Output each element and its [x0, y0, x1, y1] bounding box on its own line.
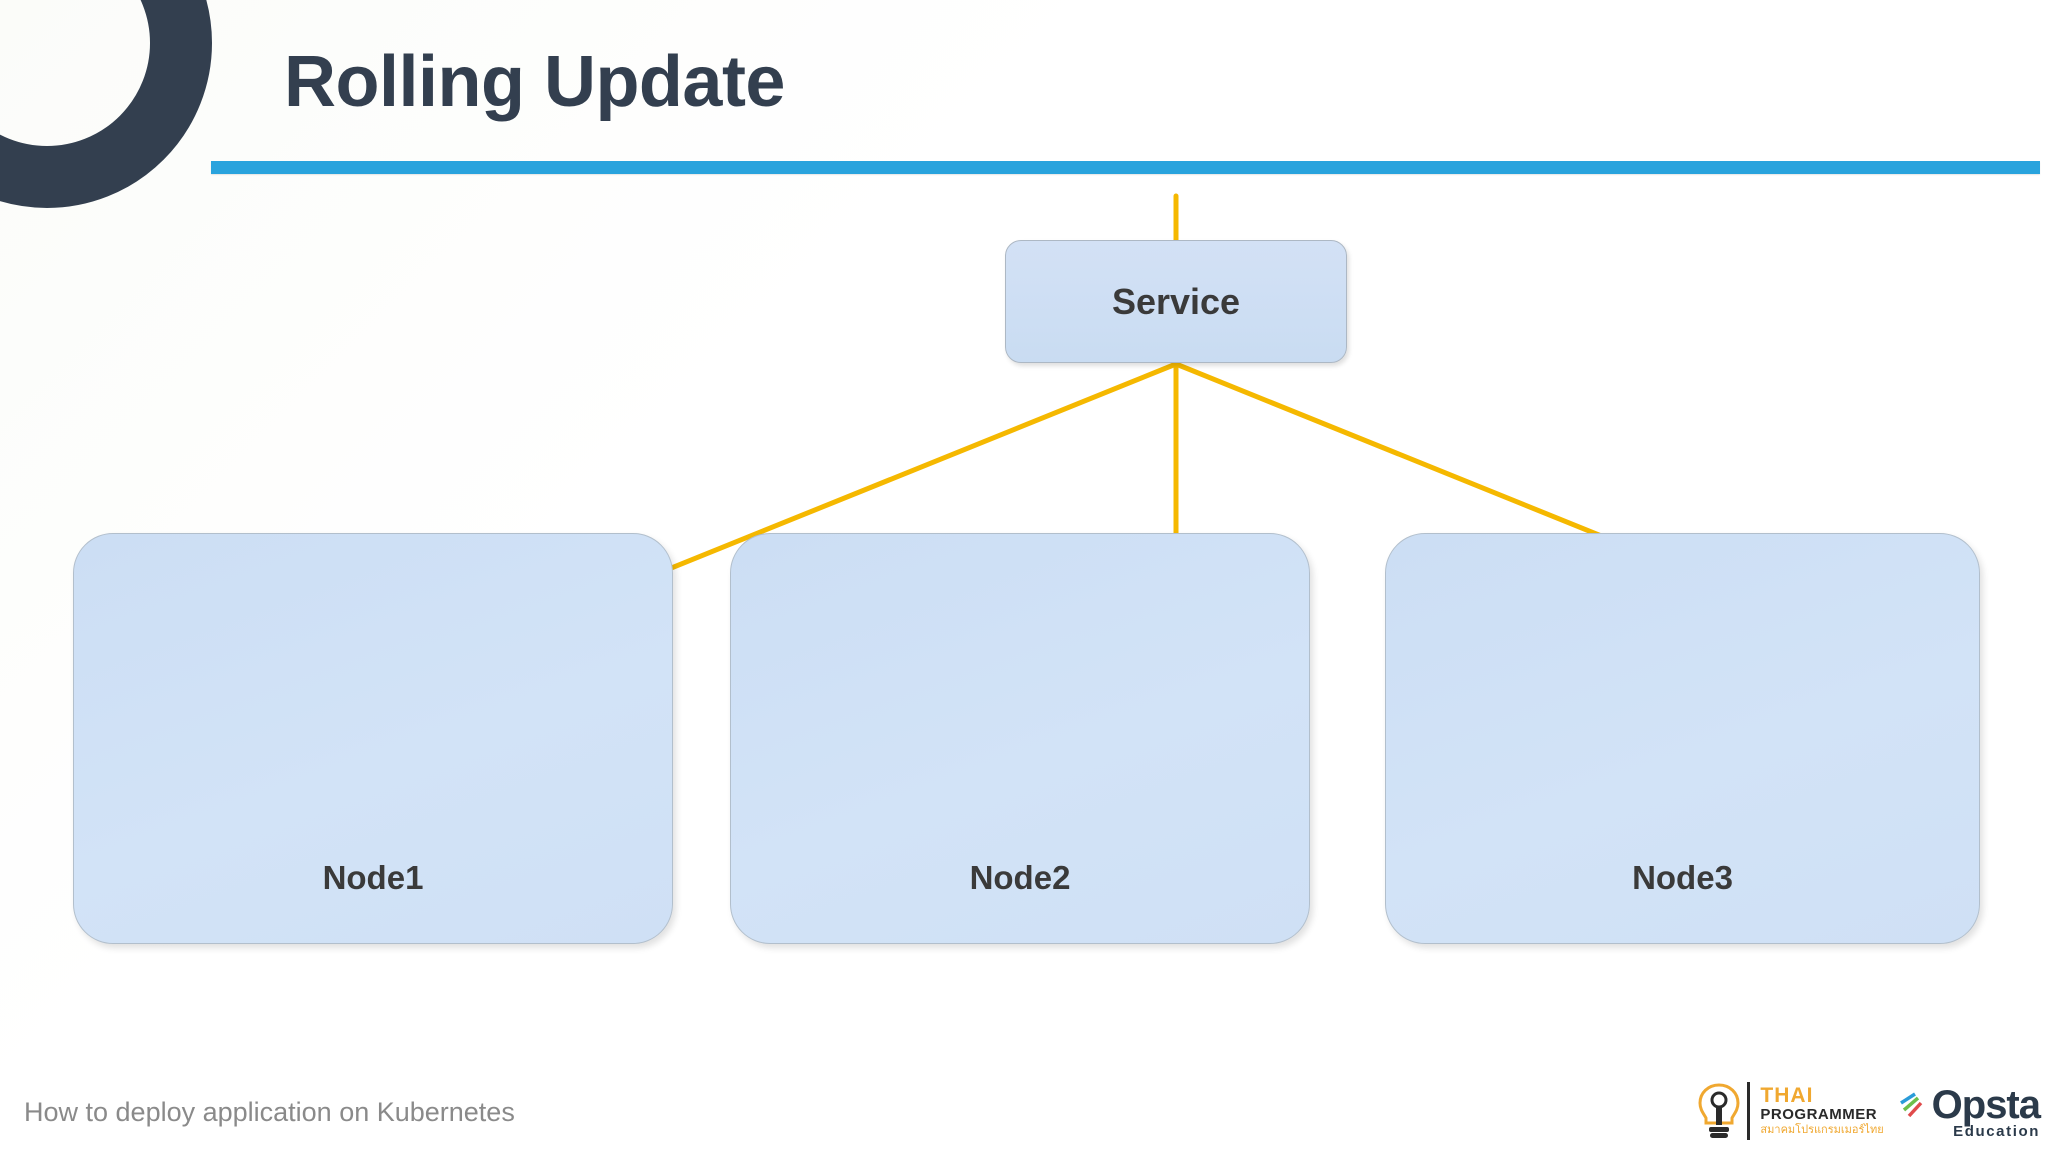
page-title: Rolling Update: [284, 42, 785, 122]
opsta-wordmark: Opsta: [1931, 1082, 2041, 1127]
opsta-logo: Opsta Education: [1899, 1082, 2041, 1140]
node-box-node3[interactable]: Pod app v2 Pod app v1 Node3: [1385, 533, 1980, 944]
tp-line-thai-script: สมาคมโปรแกรมเมอร์ไทย: [1760, 1123, 1884, 1136]
node-label: Node1: [322, 859, 424, 896]
title-underline-rule: [211, 161, 2040, 174]
opsta-subtitle: Education: [1953, 1122, 2040, 1140]
thai-programmer-logo: THAI PROGRAMMER สมาคมโปรแกรมเมอร์ไทย: [1697, 1082, 1884, 1140]
footer-logo-strip: THAI PROGRAMMER สมาคมโปรแกรมเมอร์ไทย Ops…: [1697, 1082, 2041, 1140]
logo-divider: [1747, 1082, 1751, 1140]
node-box-node1[interactable]: Pod app v1 Node1: [73, 533, 673, 944]
corner-ring-decoration: [0, 0, 212, 208]
footer-caption: How to deploy application on Kubernetes: [24, 1097, 515, 1127]
service-box[interactable]: Service: [1005, 240, 1347, 363]
thai-programmer-text: THAI PROGRAMMER สมาคมโปรแกรมเมอร์ไทย: [1760, 1085, 1883, 1137]
tp-line-programmer: PROGRAMMER: [1760, 1106, 1878, 1124]
tp-line-thai: THAI: [1760, 1084, 1814, 1108]
lightbulb-icon: [1698, 1083, 1740, 1138]
node-label: Node3: [1632, 859, 1733, 896]
opsta-swoosh-icon: [1899, 1092, 1922, 1117]
node-label: Node2: [969, 859, 1071, 896]
node-box-node2[interactable]: Pod app v1 Node2: [730, 533, 1310, 944]
service-label: Service: [1111, 280, 1241, 322]
opsta-text: Opsta Education: [1931, 1082, 2041, 1140]
